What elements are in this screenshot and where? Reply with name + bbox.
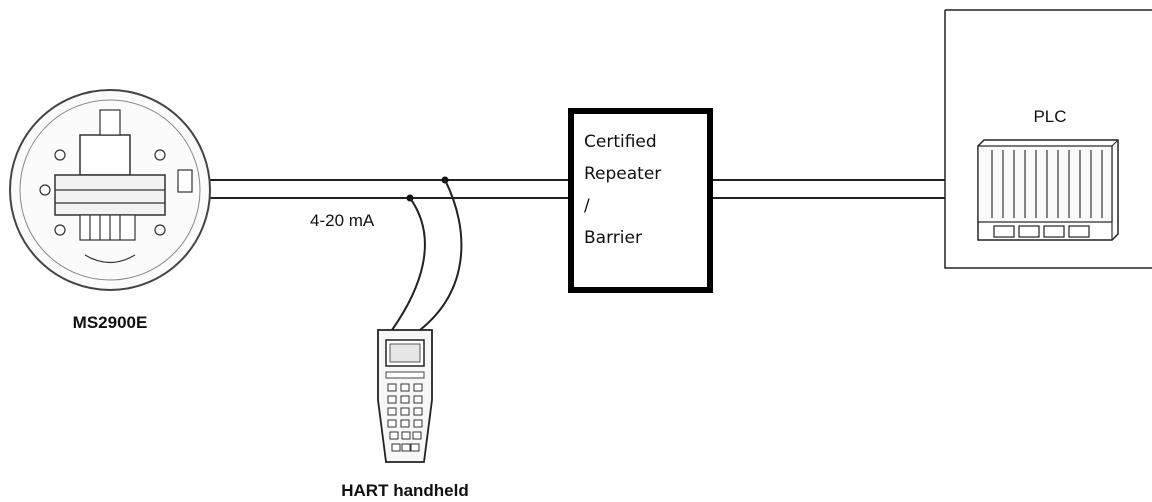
transmitter-device-icon — [9, 89, 211, 291]
loop-wires — [210, 179, 945, 199]
barrier-line-3: / — [584, 196, 590, 216]
barrier-line-4: Barrier — [584, 228, 642, 248]
hart-communicator-icon — [377, 329, 433, 463]
handheld-label: HART handheld — [341, 481, 469, 500]
barrier-line-1: Certified — [584, 132, 657, 152]
barrier-box: Certified Repeater / Barrier — [568, 108, 713, 293]
plc-rack-icon — [977, 139, 1119, 241]
plc-label: PLC — [1033, 107, 1066, 126]
plc-cabinet: PLC — [944, 9, 1152, 269]
transmitter-label: MS2900E — [73, 313, 148, 332]
keypad — [387, 383, 423, 452]
barrier-line-2: Repeater — [584, 164, 661, 184]
signal-label: 4-20 mA — [310, 211, 375, 230]
handheld-leads — [391, 176, 463, 331]
